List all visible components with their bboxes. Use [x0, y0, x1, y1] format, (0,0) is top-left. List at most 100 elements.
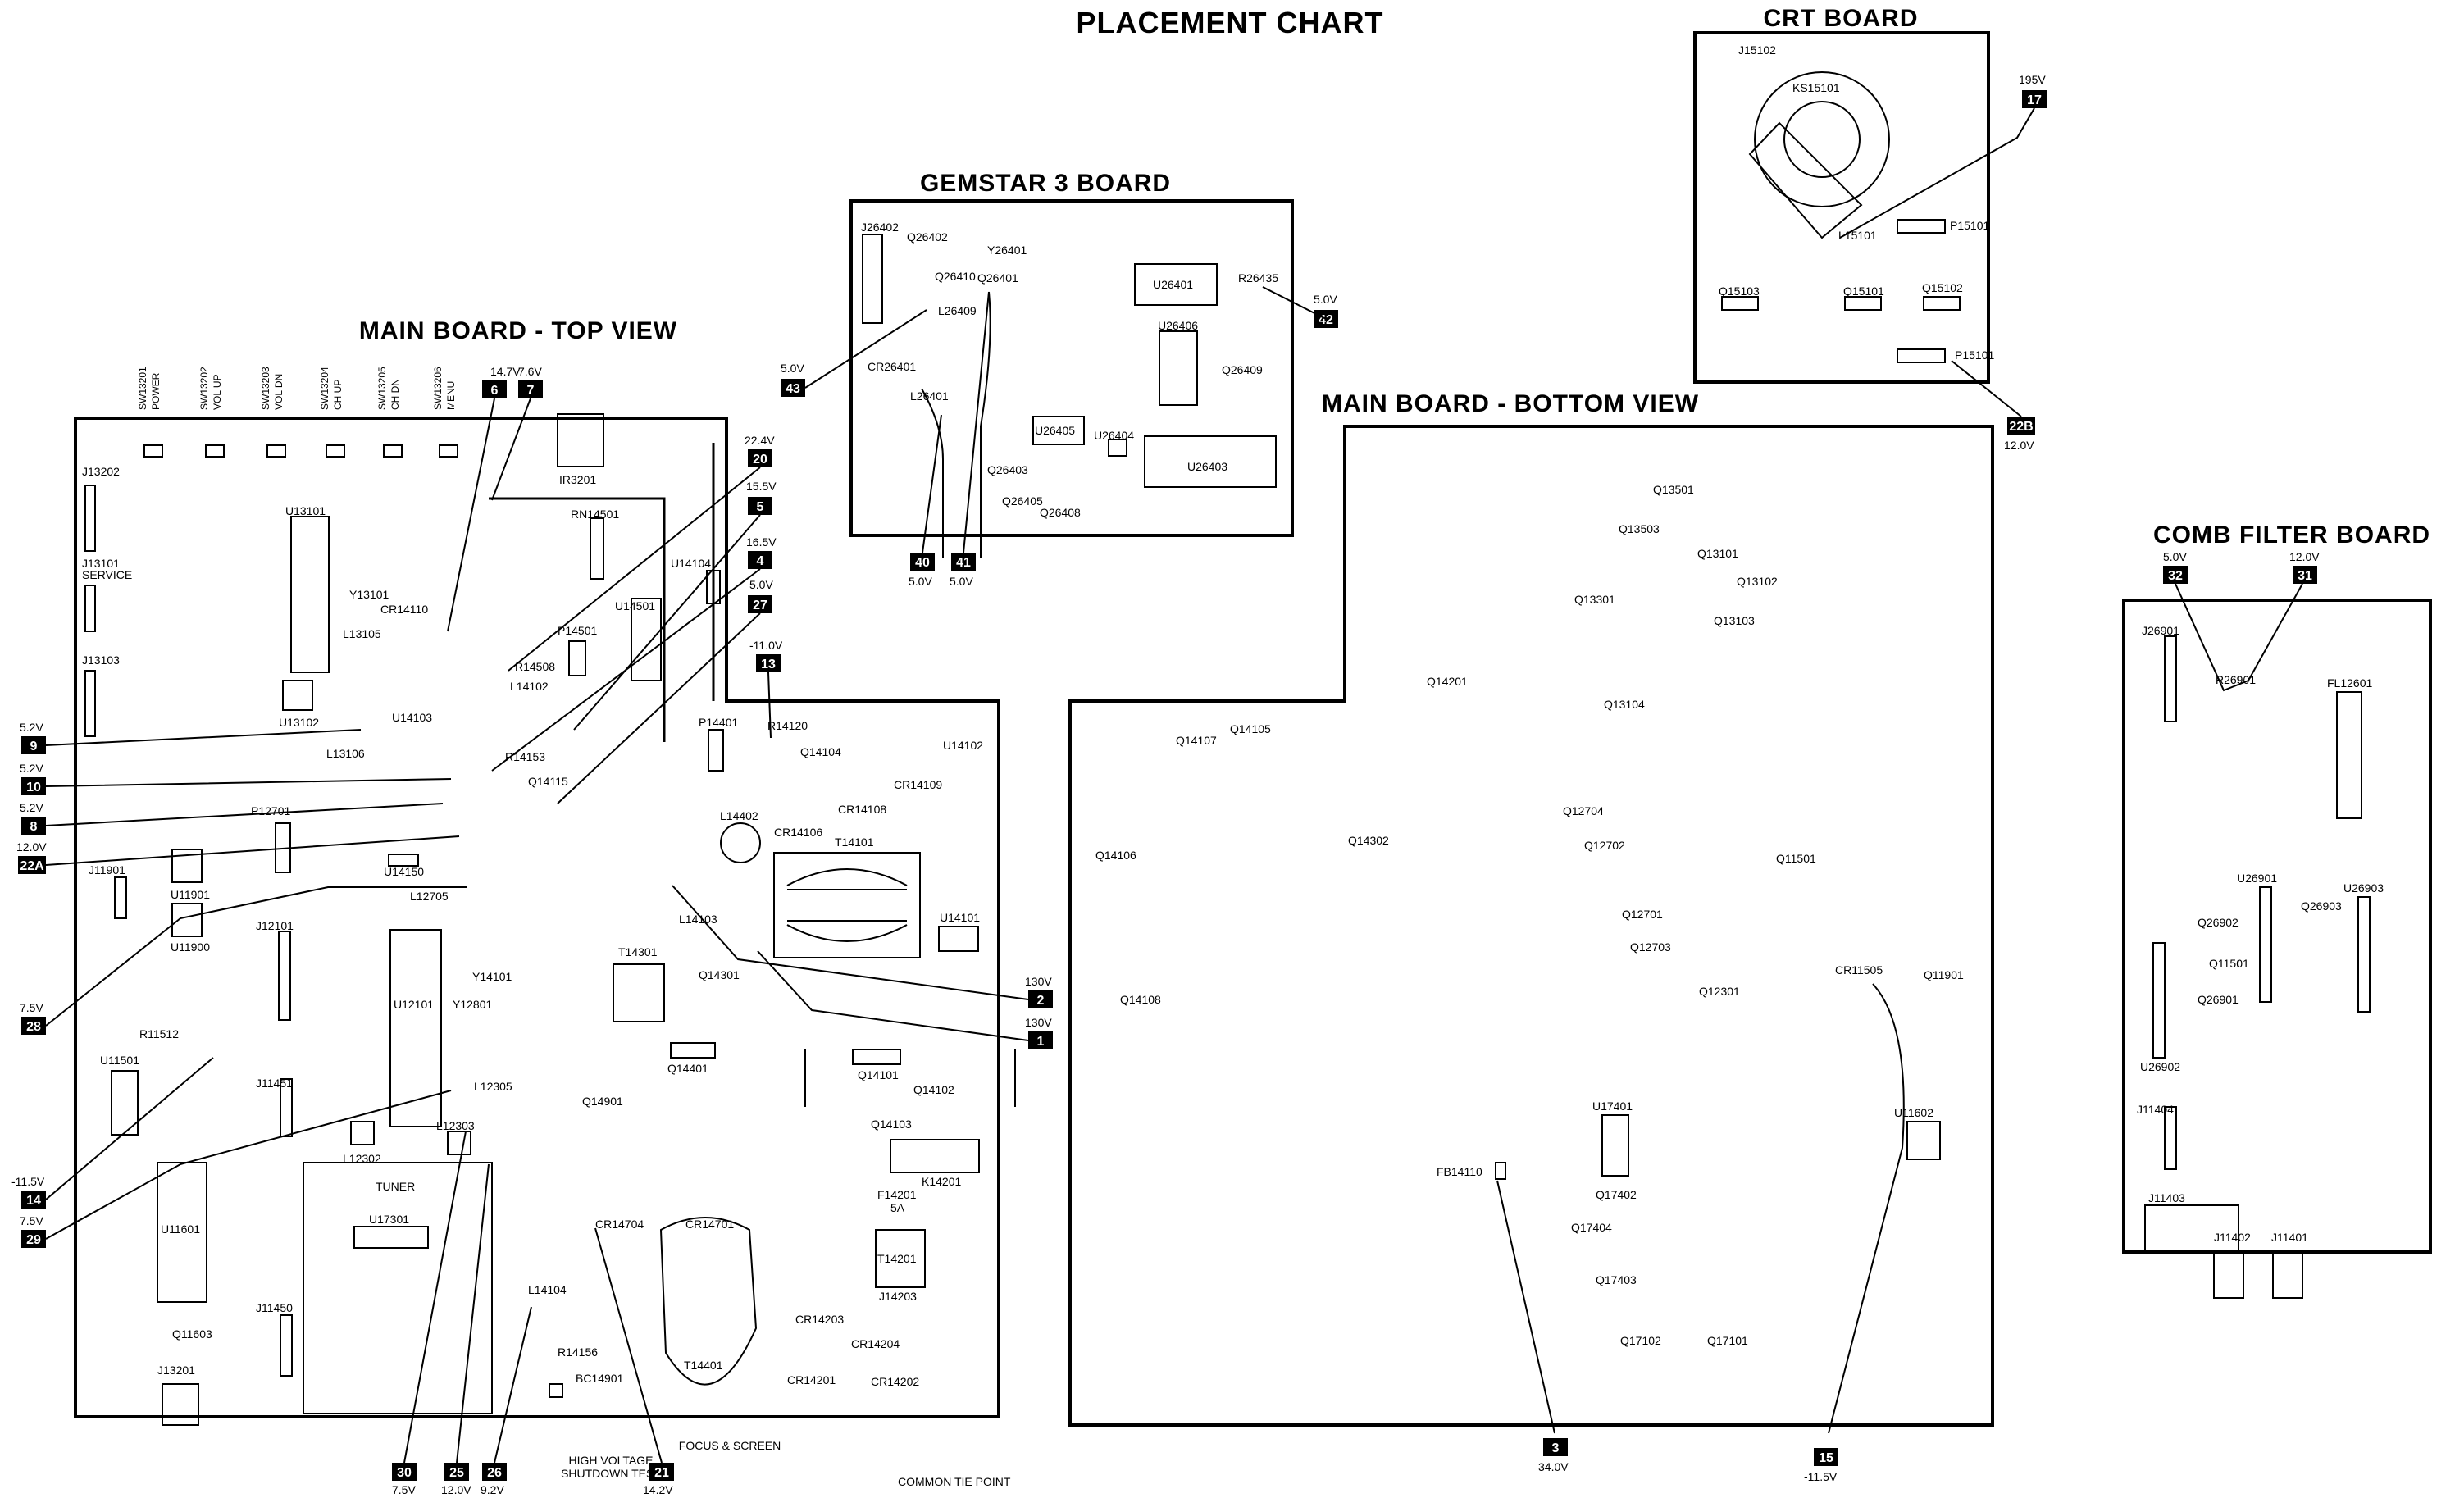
svg-text:J11402: J11402 [2214, 1231, 2251, 1244]
svg-text:Q12701: Q12701 [1622, 908, 1663, 921]
switch-sw13202: SW13202 VOL UP [198, 367, 225, 458]
svg-text:T14201: T14201 [877, 1252, 917, 1265]
svg-text:L14104: L14104 [528, 1283, 567, 1296]
svg-text:Q14104: Q14104 [800, 745, 841, 758]
svg-text:7.6V: 7.6V [518, 365, 542, 378]
test-point-21: 21 14.2V [643, 1463, 674, 1496]
svg-text:Q13503: Q13503 [1619, 522, 1660, 535]
svg-text:U17301: U17301 [369, 1213, 409, 1226]
svg-text:CR14203: CR14203 [795, 1313, 844, 1326]
test-point-10: 5.2V 10 [20, 762, 46, 795]
svg-text:L26409: L26409 [938, 304, 977, 317]
svg-text:5.0V: 5.0V [1314, 293, 1337, 306]
svg-text:R26901: R26901 [2216, 673, 2256, 686]
leader-wires [45, 107, 2303, 1464]
svg-text:U26401: U26401 [1153, 278, 1193, 291]
svg-text:L13105: L13105 [343, 627, 381, 640]
svg-text:-11.0V: -11.0V [749, 639, 783, 652]
svg-text:9: 9 [30, 740, 38, 754]
test-point-29: 7.5V 29 [20, 1214, 46, 1248]
focus-screen-note: FOCUS & SCREEN [679, 1439, 781, 1452]
svg-text:Q12702: Q12702 [1584, 839, 1625, 852]
svg-text:SW13203: SW13203 [260, 367, 271, 410]
svg-text:Q13102: Q13102 [1737, 575, 1778, 588]
svg-text:J26901: J26901 [2142, 624, 2179, 637]
svg-text:U12101: U12101 [394, 998, 434, 1011]
svg-text:Q26402: Q26402 [907, 230, 948, 244]
svg-text:12.0V: 12.0V [441, 1483, 471, 1496]
svg-text:CR14204: CR14204 [851, 1337, 900, 1350]
test-points: 14.7V 6 7.6V 7 22.4V 20 15.5V 5 16.5V 4 … [11, 73, 2320, 1496]
test-point-32: 5.0V 32 [2163, 550, 2188, 584]
svg-text:Q14107: Q14107 [1176, 734, 1217, 747]
svg-text:J13101: J13101 [82, 557, 120, 570]
svg-text:130V: 130V [1025, 1016, 1052, 1029]
crt-board-outline [1693, 31, 1990, 384]
svg-text:U13101: U13101 [285, 504, 326, 517]
svg-text:5.2V: 5.2V [20, 721, 43, 734]
svg-text:L12303: L12303 [436, 1119, 475, 1132]
svg-text:Q26410: Q26410 [935, 270, 976, 283]
svg-text:U26405: U26405 [1035, 424, 1075, 437]
svg-text:L26401: L26401 [910, 389, 949, 403]
svg-text:3: 3 [1552, 1441, 1560, 1455]
svg-text:U14104: U14104 [671, 557, 711, 570]
test-point-14: -11.5V 14 [11, 1175, 46, 1209]
fuse-rating: 5A [890, 1201, 905, 1214]
svg-text:1: 1 [1037, 1035, 1045, 1049]
svg-text:FL12601: FL12601 [2327, 676, 2372, 690]
svg-text:31: 31 [2298, 569, 2312, 583]
svg-text:P15101: P15101 [1950, 219, 1989, 232]
comb-board-outline [2122, 599, 2432, 1254]
svg-text:Q11501: Q11501 [2209, 957, 2249, 970]
gemstar-board-outline [849, 199, 1294, 537]
svg-text:Q15102: Q15102 [1922, 281, 1963, 294]
test-point-26: 26 9.2V [481, 1463, 507, 1496]
svg-text:U14501: U14501 [615, 599, 655, 612]
svg-text:U11900: U11900 [171, 940, 210, 954]
svg-text:J12101: J12101 [256, 919, 294, 932]
svg-text:U11901: U11901 [171, 888, 210, 901]
comb-labels: J26901 R26901 FL12601 U26901 U26903 Q269… [2137, 624, 2384, 1244]
svg-text:J11401: J11401 [2271, 1231, 2308, 1244]
svg-text:POWER: POWER [150, 372, 162, 410]
test-point-13: -11.0V 13 [749, 639, 783, 672]
svg-text:SW13205: SW13205 [376, 367, 388, 410]
svg-text:J11450: J11450 [256, 1301, 293, 1314]
svg-text:Q14108: Q14108 [1120, 993, 1161, 1006]
svg-text:CR14701: CR14701 [685, 1218, 734, 1231]
svg-text:Q13104: Q13104 [1604, 698, 1645, 711]
svg-text:BC14901: BC14901 [576, 1372, 624, 1385]
svg-text:7: 7 [527, 384, 535, 398]
test-point-9: 5.2V 9 [20, 721, 46, 754]
svg-text:Q13501: Q13501 [1653, 483, 1694, 496]
test-point-42: 5.0V 42 [1314, 293, 1338, 328]
svg-text:16.5V: 16.5V [746, 535, 777, 549]
svg-text:22A: 22A [20, 859, 44, 873]
svg-text:L12705: L12705 [410, 890, 449, 903]
svg-text:U26902: U26902 [2140, 1060, 2180, 1073]
svg-text:14.7V: 14.7V [490, 365, 521, 378]
svg-text:5.2V: 5.2V [20, 801, 43, 814]
svg-text:CR14704: CR14704 [595, 1218, 644, 1231]
svg-text:J11451: J11451 [256, 1077, 293, 1090]
svg-text:T14401: T14401 [684, 1359, 723, 1372]
svg-text:Q11501: Q11501 [1776, 852, 1816, 865]
svg-text:Q17402: Q17402 [1596, 1188, 1637, 1201]
test-point-8: 5.2V 8 [20, 801, 46, 835]
svg-text:R14156: R14156 [558, 1345, 598, 1359]
svg-text:14: 14 [26, 1194, 41, 1208]
svg-text:28: 28 [26, 1020, 41, 1034]
svg-text:27: 27 [753, 599, 767, 612]
svg-text:SW13204: SW13204 [319, 367, 330, 410]
svg-text:5.0V: 5.0V [749, 578, 773, 591]
svg-text:Q11901: Q11901 [1924, 968, 1964, 981]
svg-text:12.0V: 12.0V [2004, 439, 2034, 452]
test-point-22a: 12.0V 22A [16, 840, 47, 874]
svg-text:Q14301: Q14301 [699, 968, 740, 981]
svg-text:J14203: J14203 [879, 1290, 917, 1303]
svg-text:CR14202: CR14202 [871, 1375, 919, 1388]
svg-text:-11.5V: -11.5V [11, 1175, 45, 1188]
svg-text:Q26409: Q26409 [1222, 363, 1263, 376]
svg-text:CR11505: CR11505 [1835, 963, 1883, 977]
